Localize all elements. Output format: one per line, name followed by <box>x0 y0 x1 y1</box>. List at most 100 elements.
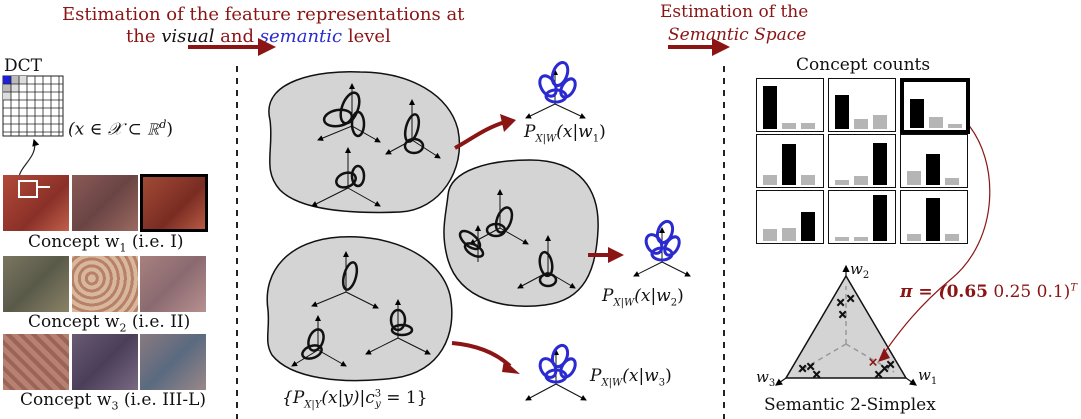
density-1-end: ) <box>599 122 606 142</box>
simplex-w2-sub: 2 <box>862 270 870 281</box>
right-heading-line1: Estimation of the <box>660 2 809 22</box>
concept-3-suffix: (i.e. III-L) <box>118 390 207 410</box>
concept-2-label: Concept w <box>28 312 120 332</box>
dct-formula-close: ) <box>166 119 174 140</box>
patch-selection-arrow <box>36 186 50 188</box>
class-label-sub2: y <box>375 399 381 411</box>
simplex-title: Semantic 2-Simplex <box>764 395 936 415</box>
arrow-to-density-1 <box>454 120 506 150</box>
count-bar <box>907 171 921 185</box>
density-1-body: (x|w <box>556 122 593 142</box>
heading-semantic: semantic <box>259 26 343 47</box>
concept-3-sub: 3 <box>111 399 119 413</box>
simplex-mark: × <box>874 368 883 381</box>
count-bar <box>801 123 815 129</box>
concept-2-suffix: (i.e. II) <box>126 312 191 332</box>
concept-count-histogram <box>756 78 824 132</box>
patch-concept1-c <box>140 174 208 232</box>
concept-1-suffix: (i.e. I) <box>126 232 184 252</box>
dct-grid <box>2 75 64 137</box>
count-bar <box>945 234 959 241</box>
simplex-w2: w <box>850 260 863 278</box>
count-bar <box>854 176 868 185</box>
count-bar <box>782 123 796 129</box>
simplex-mark: × <box>880 362 889 375</box>
count-bar <box>835 95 849 129</box>
patch-concept3-c <box>140 334 206 390</box>
dct-formula-body: (x ∈ 𝒳 ⊂ ℝ <box>68 119 160 140</box>
pi-bold: 0.65 <box>946 282 988 302</box>
concept-1-label: Concept w <box>28 232 120 252</box>
dct-label: DCT <box>4 56 42 76</box>
count-bar <box>873 143 887 185</box>
concept-2-caption: Concept w2 (i.e. II) <box>28 312 190 334</box>
class-label-end: = 1} <box>380 388 428 408</box>
density-glyph-2 <box>633 219 691 277</box>
concept-count-histogram <box>828 134 896 188</box>
right-heading-line2: Semantic Space <box>668 25 807 45</box>
simplex-w3-sub: 3 <box>768 378 776 389</box>
concept-count-histogram <box>756 134 824 188</box>
density-2-body: (x|w <box>634 286 671 306</box>
patch-concept2-a <box>3 256 69 312</box>
concept-counts-title: Concept counts <box>796 55 931 75</box>
simplex-mark: × <box>836 296 845 309</box>
patch-selection-box <box>18 180 38 198</box>
heading-arrow-left <box>188 38 276 56</box>
simplex-mark: × <box>798 362 807 375</box>
class-label-sup: 3 <box>374 388 382 400</box>
left-heading-line1: Estimation of the feature representation… <box>62 4 465 25</box>
patch-concept1-b <box>72 175 138 231</box>
concept-count-histogram <box>828 190 896 244</box>
density-label-3: PX|W(x|w3) <box>590 366 672 388</box>
count-bar <box>782 228 796 241</box>
count-bar <box>782 144 796 185</box>
class-label-rest: (x|y)|c <box>321 388 375 408</box>
pi-connector <box>881 121 991 357</box>
count-bar <box>763 229 777 241</box>
density-1-idx: 1 <box>592 133 600 145</box>
density-2-idx: 2 <box>670 297 678 309</box>
count-bar <box>835 180 849 185</box>
class-conditional-label: {PX|Y(x|y)|c3y = 1} <box>282 388 428 410</box>
concept-1-caption: Concept w1 (i.e. I) <box>28 232 184 254</box>
class-label-sub: X|Y <box>304 399 322 411</box>
density-3-pre: P <box>590 366 602 386</box>
density-2-end: ) <box>677 286 684 306</box>
count-bar <box>763 175 777 185</box>
count-bar <box>929 117 943 128</box>
density-label-2: PX|W(x|w2) <box>602 286 684 308</box>
density-label-1: PX|W(x|w1) <box>524 122 606 144</box>
blob-concept-3 <box>266 235 453 382</box>
simplex-mark: × <box>812 368 821 381</box>
count-bar <box>910 99 924 128</box>
class-label-open: {P <box>282 388 305 408</box>
left-heading-line2: the visual and semantic level <box>126 26 391 47</box>
arrow-to-density-3 <box>451 341 512 368</box>
simplex-triangle: × × × × × × × × × × <box>775 264 917 386</box>
patch-concept3-b <box>72 334 138 390</box>
heading-arrow-right <box>668 38 730 56</box>
density-2-pre: P <box>602 286 614 306</box>
concept-3-label: Concept w <box>20 390 112 410</box>
simplex-mark: × <box>838 308 847 321</box>
patch-concept2-c <box>140 256 206 312</box>
count-bar <box>873 195 887 241</box>
concept-count-histogram <box>900 190 968 244</box>
simplex-mark: × <box>886 358 895 371</box>
count-bar <box>907 234 921 241</box>
count-bar <box>945 178 959 185</box>
patch-concept3-a <box>3 334 69 390</box>
count-bar <box>926 154 940 185</box>
density-2-sub: X|W <box>613 297 635 309</box>
concept-count-histogram <box>756 190 824 244</box>
simplex-w1-sub: 1 <box>930 376 938 387</box>
density-1-pre: P <box>524 122 536 142</box>
density-3-sub: X|W <box>601 377 623 389</box>
concept-3-caption: Concept w3 (i.e. III-L) <box>20 390 206 412</box>
concept-count-histogram <box>900 78 970 134</box>
concept-counts-grid <box>756 78 970 244</box>
pi-label: π = (0.65 0.25 0.1)T <box>900 282 1077 302</box>
pi-pre: π = ( <box>900 282 947 302</box>
